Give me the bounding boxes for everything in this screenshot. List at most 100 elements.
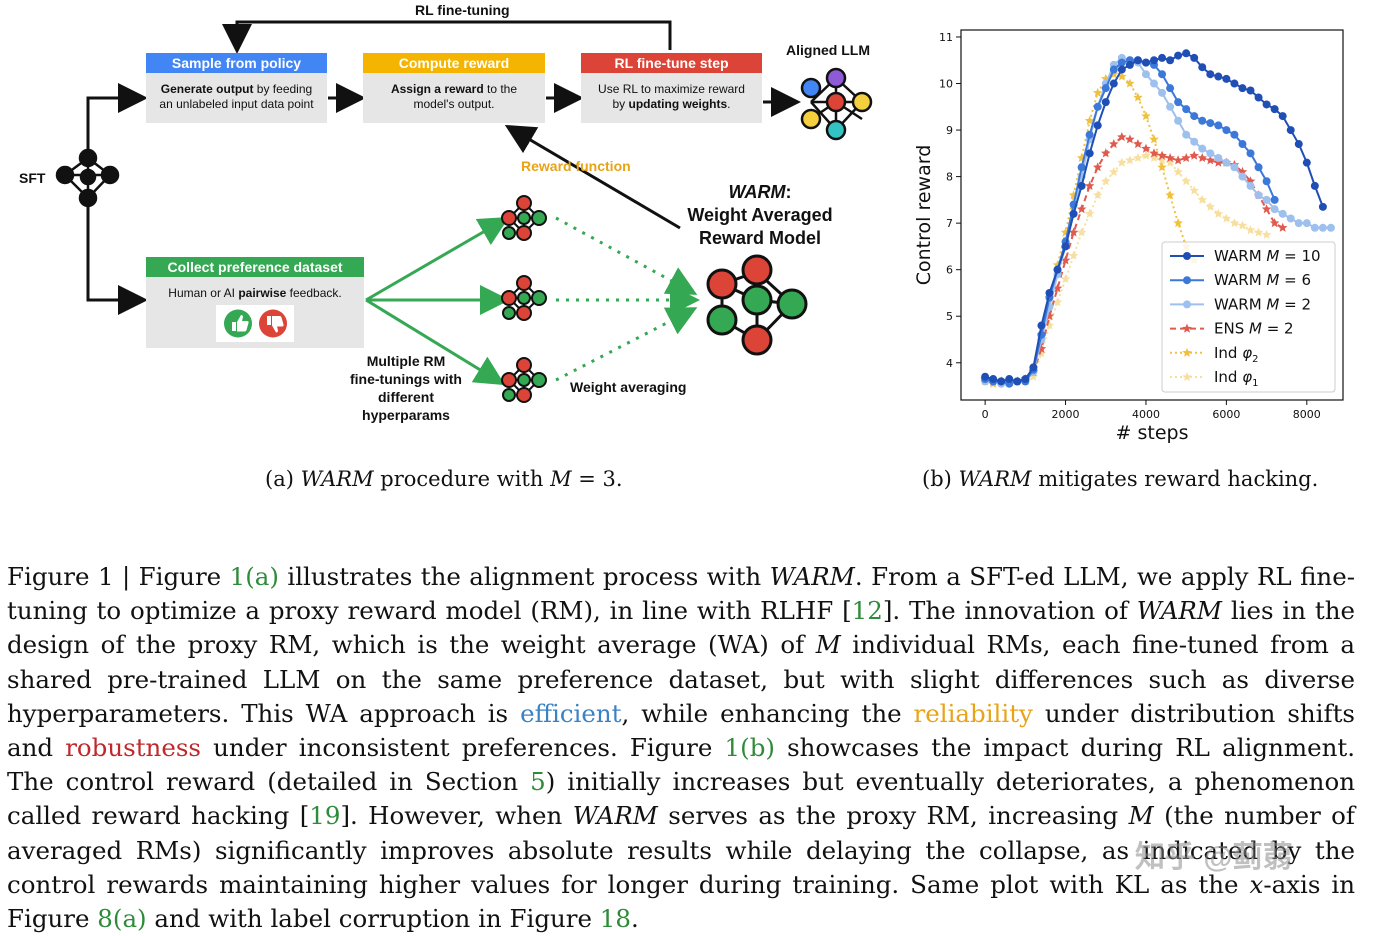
data-point: [1141, 58, 1150, 67]
data-point: [1077, 181, 1086, 190]
data-point: [1261, 229, 1272, 239]
data-point: [1173, 218, 1183, 228]
data-point: [1052, 297, 1063, 307]
data-point: [1278, 112, 1287, 121]
series-ind-1: [980, 150, 1272, 388]
data-point: [1052, 283, 1063, 293]
data-point: [1117, 132, 1127, 142]
data-point: [1125, 78, 1135, 88]
data-point: [1101, 148, 1111, 158]
thumbs-down-icon: [259, 309, 287, 338]
data-point: [1173, 155, 1183, 165]
data-point: [1150, 79, 1159, 88]
collect-preference-title: Collect preference dataset: [146, 257, 364, 277]
weight-averaging-label: Weight averaging: [570, 379, 687, 395]
y-axis-label: Control reward: [913, 145, 935, 286]
y-tick-label: 5: [946, 310, 953, 323]
data-point: [1262, 195, 1271, 204]
data-point: [1182, 130, 1191, 139]
x-axis-label: # steps: [1116, 422, 1189, 444]
data-point: [1157, 155, 1167, 165]
data-point: [1165, 157, 1175, 167]
data-point: [1029, 363, 1038, 372]
legend-marker: [1182, 372, 1192, 381]
data-point: [1198, 144, 1207, 153]
ref-link[interactable]: 18: [599, 904, 631, 934]
data-point: [1060, 274, 1071, 283]
data-point: [1093, 87, 1103, 97]
data-point: [1278, 209, 1287, 218]
data-point: [1213, 157, 1224, 167]
data-point: [1084, 115, 1095, 125]
data-point: [1230, 79, 1239, 88]
series-warm-m-10: [981, 49, 1327, 386]
legend-marker: [1183, 300, 1191, 309]
rl-fine-tuning-label: RL fine-tuning: [415, 2, 510, 18]
data-point: [1060, 255, 1071, 265]
ref-link[interactable]: 1(b): [724, 733, 775, 763]
multiple-rm-label: Multiple RM fine-tunings with different …: [350, 353, 462, 423]
data-point: [1093, 190, 1103, 200]
data-point: [1277, 222, 1288, 232]
data-point: [1109, 79, 1118, 88]
data-point: [1262, 100, 1271, 109]
data-point: [1302, 158, 1311, 167]
data-point: [1141, 70, 1150, 79]
data-point: [1318, 223, 1327, 232]
data-point: [1213, 208, 1224, 218]
ref-link[interactable]: 8(a): [97, 904, 147, 934]
data-point: [1157, 150, 1167, 160]
rm-network-icon: [501, 195, 547, 241]
legend-label: WARM M = 2: [1214, 295, 1311, 313]
data-point: [1149, 148, 1159, 158]
data-point: [1021, 375, 1030, 384]
sample-from-policy-body: Generate output by feeding an unlabeled …: [146, 73, 327, 123]
data-point: [1061, 242, 1070, 251]
data-point: [1318, 202, 1327, 211]
data-point: [1036, 348, 1047, 358]
data-point: [1286, 126, 1295, 135]
y-tick-label: 8: [946, 171, 953, 184]
legend-label: Ind φ1: [1214, 368, 1259, 389]
legend-marker: [1183, 276, 1191, 285]
data-point: [1189, 150, 1199, 160]
data-point: [1117, 157, 1127, 167]
data-point: [1294, 219, 1303, 228]
data-point: [1109, 65, 1118, 74]
data-point: [1261, 204, 1272, 214]
ref-link[interactable]: 5: [530, 767, 546, 797]
data-point: [1182, 105, 1191, 114]
data-point: [1141, 150, 1151, 160]
data-point: [1149, 153, 1159, 162]
ref-link[interactable]: 1(a): [229, 562, 279, 591]
data-point: [1238, 140, 1247, 149]
x-tick-label: 8000: [1293, 408, 1321, 421]
data-point: [1045, 288, 1054, 297]
sft-label: SFT: [19, 170, 46, 186]
data-point: [1229, 218, 1240, 228]
ref-link[interactable]: 19: [309, 801, 341, 831]
data-point: [1206, 70, 1215, 79]
data-point: [1182, 49, 1191, 58]
x-tick-label: 0: [982, 408, 989, 421]
data-point: [1246, 149, 1255, 158]
data-point: [1101, 84, 1110, 93]
data-point: [1053, 265, 1062, 274]
data-point: [1198, 63, 1207, 72]
data-point: [1068, 250, 1079, 260]
data-point: [1133, 139, 1143, 149]
figure-caption-paragraph: Figure 1 | Figure 1(a) illustrates the a…: [7, 562, 1355, 934]
data-point: [1174, 51, 1183, 60]
data-point: [1189, 185, 1199, 195]
y-tick-label: 9: [946, 124, 953, 137]
data-point: [1214, 153, 1223, 162]
data-point: [1286, 214, 1295, 223]
legend-marker: [1183, 252, 1191, 260]
data-point: [1166, 84, 1175, 93]
sample-from-policy-title: Sample from policy: [146, 53, 327, 73]
data-point: [1205, 201, 1216, 211]
data-point: [1166, 102, 1175, 111]
data-point: [1190, 112, 1199, 121]
ref-link[interactable]: 12: [851, 596, 883, 626]
x-tick-label: 6000: [1212, 408, 1240, 421]
